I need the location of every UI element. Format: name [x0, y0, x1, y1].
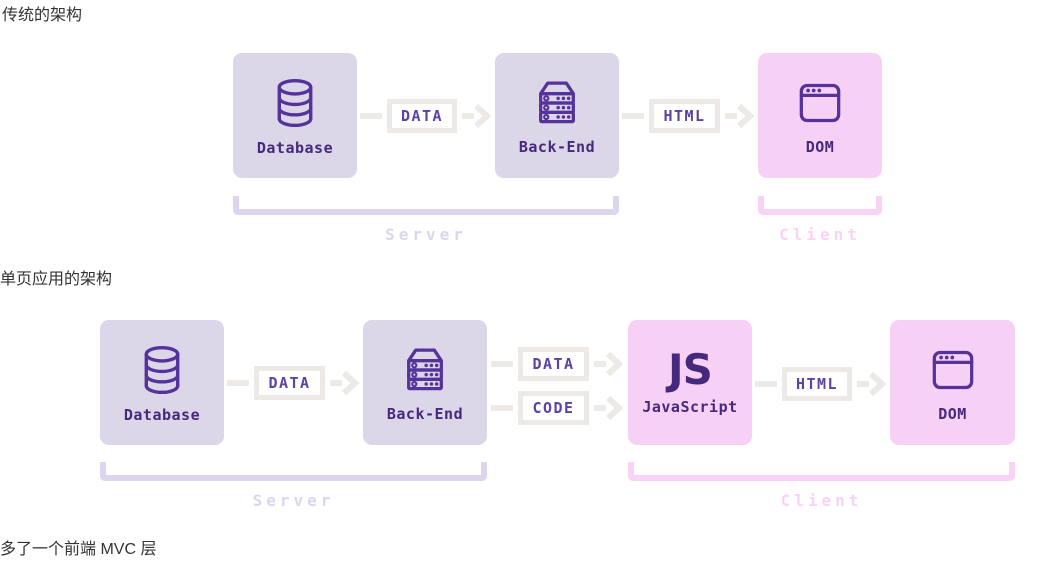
arrow-head-icon: [341, 370, 360, 396]
arrow-line: [359, 113, 382, 119]
arrow-line: [329, 380, 342, 386]
arrow-code-lower: CODE: [487, 390, 628, 426]
database-icon: [277, 78, 313, 128]
node-database: Database: [233, 53, 357, 178]
node-backend: Back-End: [363, 320, 487, 445]
client-group: Client: [758, 196, 882, 244]
footer-note: 多了一个前端 MVC 层: [0, 541, 157, 558]
server-group: Server: [233, 196, 619, 244]
client-bracket: [628, 462, 1015, 481]
arrow-label: HTML: [781, 367, 853, 401]
node-label: Back-End: [518, 138, 596, 156]
server-rack-icon: [407, 348, 443, 391]
arrow-line: [227, 380, 250, 386]
server-group: Server: [100, 462, 487, 510]
arrow-head-icon: [605, 395, 624, 421]
node-label: Back-End: [386, 405, 464, 423]
arrow-html: HTML: [752, 366, 890, 402]
arrow-line: [593, 361, 606, 367]
arrow-line: [462, 113, 475, 119]
node-label: Database: [256, 139, 334, 157]
arrow-line: [754, 381, 777, 387]
server-group-label: Server: [252, 491, 335, 510]
browser-window-icon: [799, 83, 841, 123]
arrow-html: HTML: [619, 98, 758, 134]
node-label: Database: [123, 406, 201, 424]
arrow-data: DATA: [224, 365, 363, 401]
spa-section-title: 单页应用的架构: [0, 271, 113, 288]
node-database: Database: [100, 320, 224, 445]
node-javascript: JS JavaScript: [628, 320, 752, 445]
node-label: DOM: [938, 405, 967, 423]
arrow-head-icon: [736, 103, 755, 129]
client-group-label: Client: [780, 491, 863, 510]
arrow-line: [724, 113, 737, 119]
client-group: Client: [628, 462, 1015, 510]
arrow-data-upper: DATA: [487, 346, 628, 382]
server-bracket: [100, 462, 487, 481]
arrow-head-icon: [605, 351, 624, 377]
arrow-line: [491, 361, 514, 367]
client-group-label: Client: [779, 225, 861, 244]
js-logo-text: JS: [668, 345, 713, 394]
server-group-label: Server: [385, 225, 467, 244]
arrow-label: CODE: [518, 391, 589, 425]
arrow-line: [491, 405, 514, 411]
node-backend: Back-End: [495, 53, 619, 178]
browser-window-icon: [932, 350, 973, 390]
arrow-head-icon: [474, 103, 492, 129]
arrow-data: DATA: [357, 98, 495, 134]
arrow-label: HTML: [649, 99, 720, 133]
arrow-line: [857, 381, 870, 387]
node-label: JavaScript: [642, 398, 738, 416]
server-rack-icon: [539, 81, 575, 124]
arrow-line: [622, 113, 645, 119]
node-dom: DOM: [890, 320, 1015, 445]
arrow-label: DATA: [518, 347, 589, 381]
node-label: DOM: [805, 138, 835, 156]
database-icon: [144, 345, 180, 395]
arrow-head-icon: [869, 371, 887, 397]
node-dom: DOM: [758, 53, 882, 178]
arrow-label: DATA: [386, 99, 458, 133]
server-bracket: [233, 196, 619, 215]
arrow-label: DATA: [254, 366, 325, 400]
arrow-line: [593, 405, 606, 411]
client-bracket: [758, 196, 882, 215]
traditional-section-title: 传统的架构: [2, 7, 83, 24]
